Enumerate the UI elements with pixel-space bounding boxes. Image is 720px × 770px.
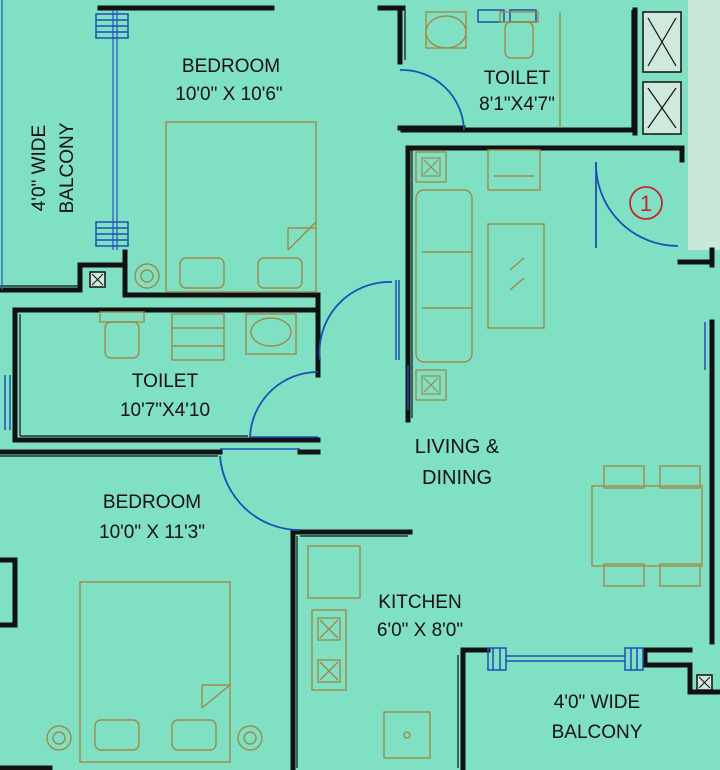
window-icon — [4, 9, 706, 671]
balcony-left-line1: 4'0" WIDE — [29, 125, 50, 211]
bedroom-top-name: BEDROOM — [182, 56, 280, 77]
washbasin-icon — [425, 11, 467, 49]
bed-icon — [165, 121, 317, 293]
door-swing-icon — [219, 69, 679, 531]
bed-icon — [79, 581, 231, 763]
partitions — [0, 10, 633, 768]
living-line1: LIVING & — [415, 436, 500, 458]
walls — [0, 5, 720, 770]
chair-icon — [487, 149, 541, 191]
stove-icon — [311, 609, 347, 691]
bedroom-bottom-size: 10'0" X 11'3" — [99, 522, 205, 543]
toilet-mid-size: 10'7"X4'10 — [120, 400, 210, 421]
toilet-top-name: TOILET — [484, 68, 551, 89]
balcony-left-line2: BALCONY — [57, 122, 78, 213]
marker-circle-icon — [629, 186, 663, 220]
toilet-mid-name: TOILET — [132, 371, 199, 392]
sofa-icon — [415, 151, 473, 401]
washing-machine-icon — [171, 313, 225, 361]
balcony-bottom-line2: BALCONY — [552, 722, 643, 743]
wc-icon — [99, 311, 145, 359]
furniture — [46, 11, 703, 763]
balcony-bottom-line1: 4'0" WIDE — [554, 692, 640, 713]
refrigerator-icon — [307, 545, 361, 599]
kitchen-size: 6'0" X 8'0" — [377, 620, 463, 641]
floor-trap-icon — [46, 263, 263, 751]
toilet-top-size: 8'1"X4'7" — [479, 94, 555, 115]
balcony-left-rail — [1, 0, 118, 290]
balcony-left-label: 4'0" WIDE BALCONY — [29, 122, 78, 213]
bedroom-top-size: 10'0" X 10'6" — [175, 84, 282, 105]
living-line2: DINING — [422, 467, 492, 489]
wc-icon — [499, 11, 539, 59]
bedroom-bottom-name: BEDROOM — [103, 492, 201, 513]
coffee-table-icon — [487, 223, 545, 329]
washbasin-icon — [245, 313, 297, 355]
dining-table-icon — [591, 465, 703, 587]
entry-marker: 1 — [629, 186, 663, 220]
sink-icon — [383, 711, 431, 759]
kitchen-name: KITCHEN — [378, 592, 461, 613]
marker-label: 1 — [640, 191, 652, 216]
exterior-strip — [688, 0, 720, 250]
